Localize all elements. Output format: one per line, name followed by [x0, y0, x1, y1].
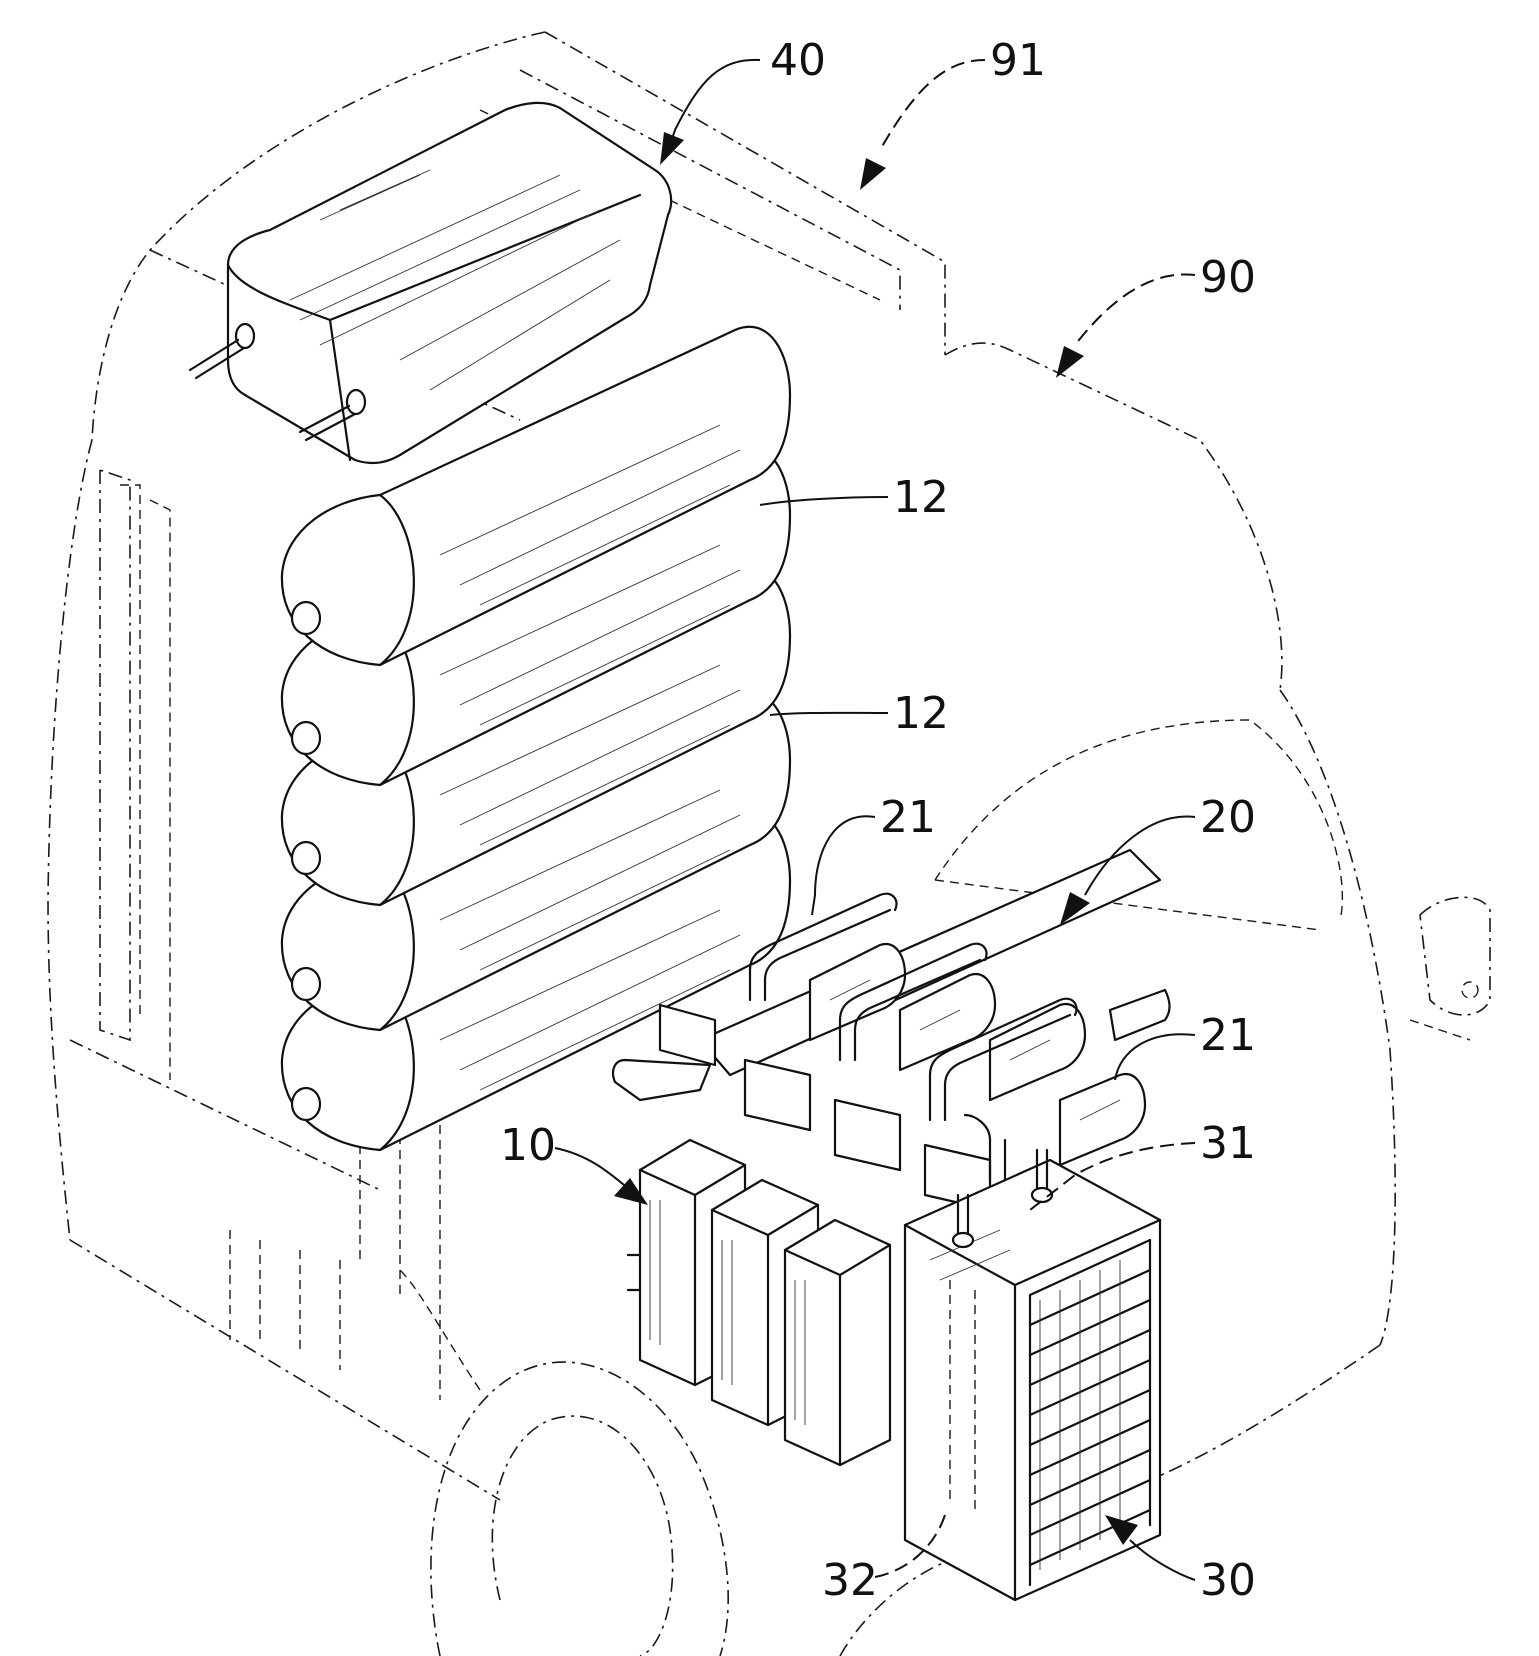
ref-label-31: 31	[1200, 1118, 1256, 1169]
ref-label-32: 32	[822, 1555, 878, 1606]
ref-label-21-lower: 21	[1200, 1010, 1256, 1061]
ref-label-20: 20	[1200, 792, 1256, 843]
ref-label-21-upper: 21	[880, 792, 936, 843]
ref-label-12-upper: 12	[893, 472, 949, 523]
ref-label-12-lower: 12	[893, 688, 949, 739]
ref-label-30: 30	[1200, 1555, 1256, 1606]
ref-label-91: 91	[990, 35, 1046, 86]
ref-label-90: 90	[1200, 252, 1256, 303]
ref-label-10: 10	[500, 1120, 556, 1171]
ref-label-40: 40	[770, 35, 826, 86]
battery-packs-10	[628, 1140, 890, 1465]
